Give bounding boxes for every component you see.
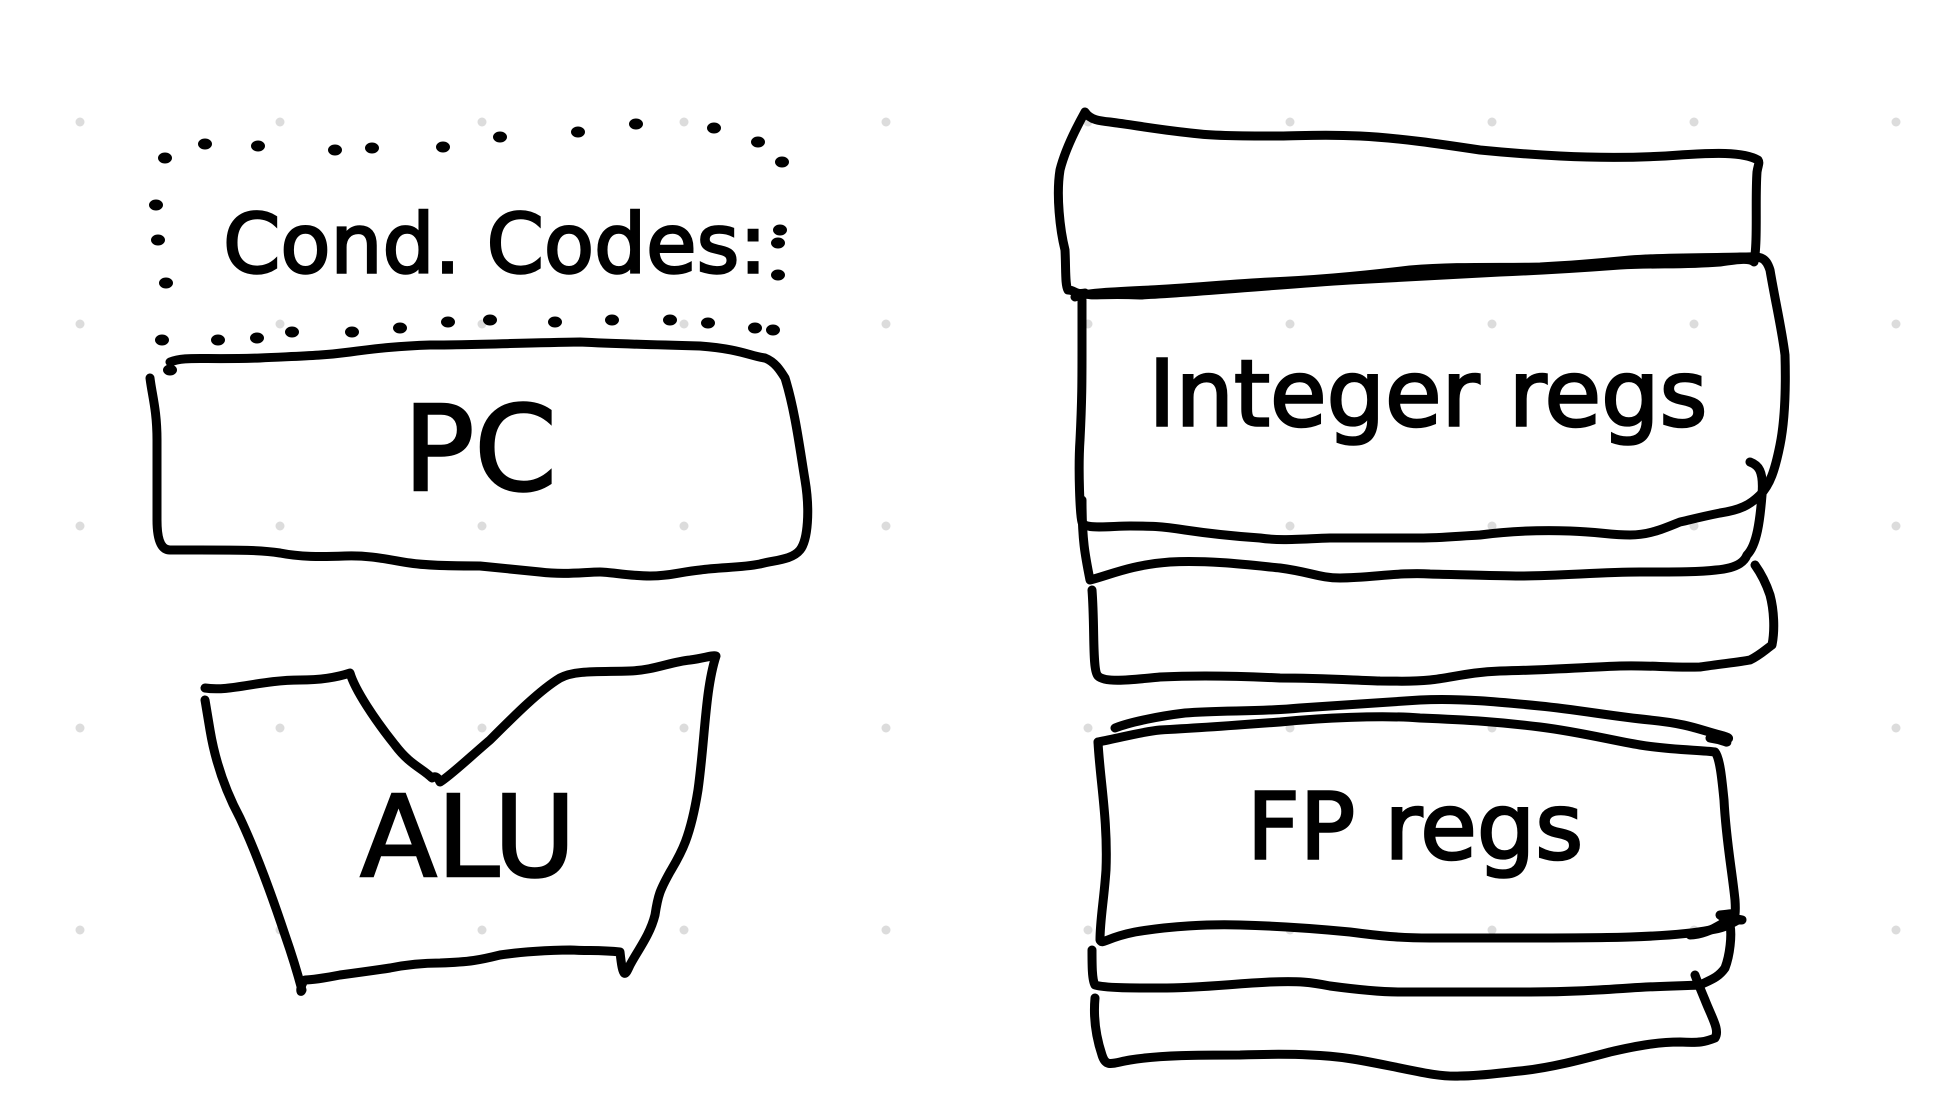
- grid-dot: [1891, 925, 1901, 935]
- grid-dot: [477, 521, 487, 531]
- cond-codes-label: Cond. Codes:: [223, 197, 767, 292]
- grid-dot: [477, 723, 487, 733]
- cond-codes-border-dot: [663, 314, 677, 326]
- grid-dot: [75, 319, 85, 329]
- cond-codes-border-dot: [629, 118, 643, 130]
- grid-dot: [1285, 521, 1295, 531]
- grid-dot: [1487, 319, 1497, 329]
- grid-dot: [1689, 319, 1699, 329]
- grid-dot: [75, 925, 85, 935]
- cond-codes-border-dot: [748, 322, 762, 334]
- grid-dot: [881, 723, 891, 733]
- grid-dot: [1285, 117, 1295, 127]
- cond-codes-border-dot: [701, 317, 715, 329]
- fp-regs-bottom-plate: [1090, 970, 1722, 1081]
- cond-codes-border-dot: [251, 140, 265, 152]
- cond-codes-border-dot: [285, 326, 299, 338]
- fp-regs-stack: FP regs: [1087, 694, 1747, 1081]
- pc-box: PC: [145, 337, 813, 581]
- grid-dot: [75, 723, 85, 733]
- fp-regs-front-plate: [1110, 694, 1733, 747]
- cond-codes-border-dot: [775, 156, 789, 168]
- alu-outline: [200, 651, 721, 996]
- cond-codes-border-dot: [483, 314, 497, 326]
- cond-codes-box: Cond. Codes:: [149, 118, 789, 376]
- cond-codes-border-dot: [548, 316, 562, 328]
- grid-dot: [275, 723, 285, 733]
- cond-codes-border-dot: [149, 199, 163, 211]
- integer-regs-label: Integer regs: [1149, 340, 1708, 447]
- grid-dot: [477, 925, 487, 935]
- grid-dot: [679, 521, 689, 531]
- cond-codes-border-dot: [211, 334, 225, 346]
- cond-codes-border-dot: [605, 314, 619, 326]
- grid-dot: [1083, 723, 1093, 733]
- background-grid: [75, 117, 1901, 935]
- cond-codes-border-dot: [773, 224, 787, 236]
- grid-dot: [275, 319, 285, 329]
- grid-dot: [679, 117, 689, 127]
- grid-dot: [1487, 117, 1497, 127]
- grid-dot: [1891, 723, 1901, 733]
- cond-codes-border-dot: [328, 144, 342, 156]
- cond-codes-border-dot: [155, 334, 169, 346]
- grid-dot: [477, 117, 487, 127]
- grid-dot: [881, 117, 891, 127]
- grid-dot: [275, 117, 285, 127]
- cond-codes-border-dot: [707, 122, 721, 134]
- cond-codes-border-dot: [393, 322, 407, 334]
- cond-codes-border-dot: [158, 152, 172, 164]
- grid-dot: [1285, 319, 1295, 329]
- pc-label: PC: [403, 380, 557, 518]
- grid-dot: [75, 117, 85, 127]
- grid-dot: [881, 319, 891, 329]
- cond-codes-border-dot: [771, 237, 785, 249]
- integer-regs-middle-plate: [1077, 457, 1767, 585]
- grid-dot: [1891, 319, 1901, 329]
- fp-regs-main-plate: [1093, 737, 1747, 947]
- grid-dot: [881, 521, 891, 531]
- cond-codes-border-dot: [250, 332, 264, 344]
- integer-regs-front-plate: [1070, 252, 1790, 545]
- cond-codes-border-dot: [493, 131, 507, 143]
- cond-codes-border-dot: [436, 141, 450, 153]
- grid-dot: [679, 319, 689, 329]
- grid-dot: [75, 521, 85, 531]
- cond-codes-border-dot: [365, 142, 379, 154]
- cond-codes-border-dot: [151, 234, 165, 246]
- cond-codes-dotted-border: [149, 118, 789, 376]
- cond-codes-border-dot: [198, 138, 212, 150]
- cond-codes-border-dot: [159, 277, 173, 289]
- cond-codes-border-dot: [751, 136, 765, 148]
- grid-dot: [1891, 521, 1901, 531]
- cond-codes-border-dot: [771, 269, 785, 281]
- cond-codes-border-dot: [345, 326, 359, 338]
- grid-dot: [1487, 521, 1497, 531]
- integer-regs-bottom-plate: [1087, 560, 1779, 686]
- fp-regs-label: FP regs: [1247, 773, 1583, 880]
- grid-dot: [1487, 925, 1497, 935]
- alu-label: ALU: [360, 773, 575, 903]
- grid-dot: [679, 925, 689, 935]
- cond-codes-border-dot: [163, 364, 177, 376]
- grid-dot: [275, 521, 285, 531]
- pc-box-outline: [145, 337, 813, 581]
- integer-regs-stack: Integer regs: [1053, 107, 1790, 686]
- grid-dot: [679, 723, 689, 733]
- cond-codes-border-dot: [441, 316, 455, 328]
- grid-dot: [1891, 117, 1901, 127]
- cond-codes-border-dot: [766, 324, 780, 336]
- grid-dot: [1689, 117, 1699, 127]
- alu-shape: ALU: [200, 651, 721, 996]
- grid-dot: [881, 925, 891, 935]
- grid-dot: [1083, 925, 1093, 935]
- cond-codes-border-dot: [571, 126, 585, 138]
- fp-regs-main-plate-right: [1093, 712, 1740, 940]
